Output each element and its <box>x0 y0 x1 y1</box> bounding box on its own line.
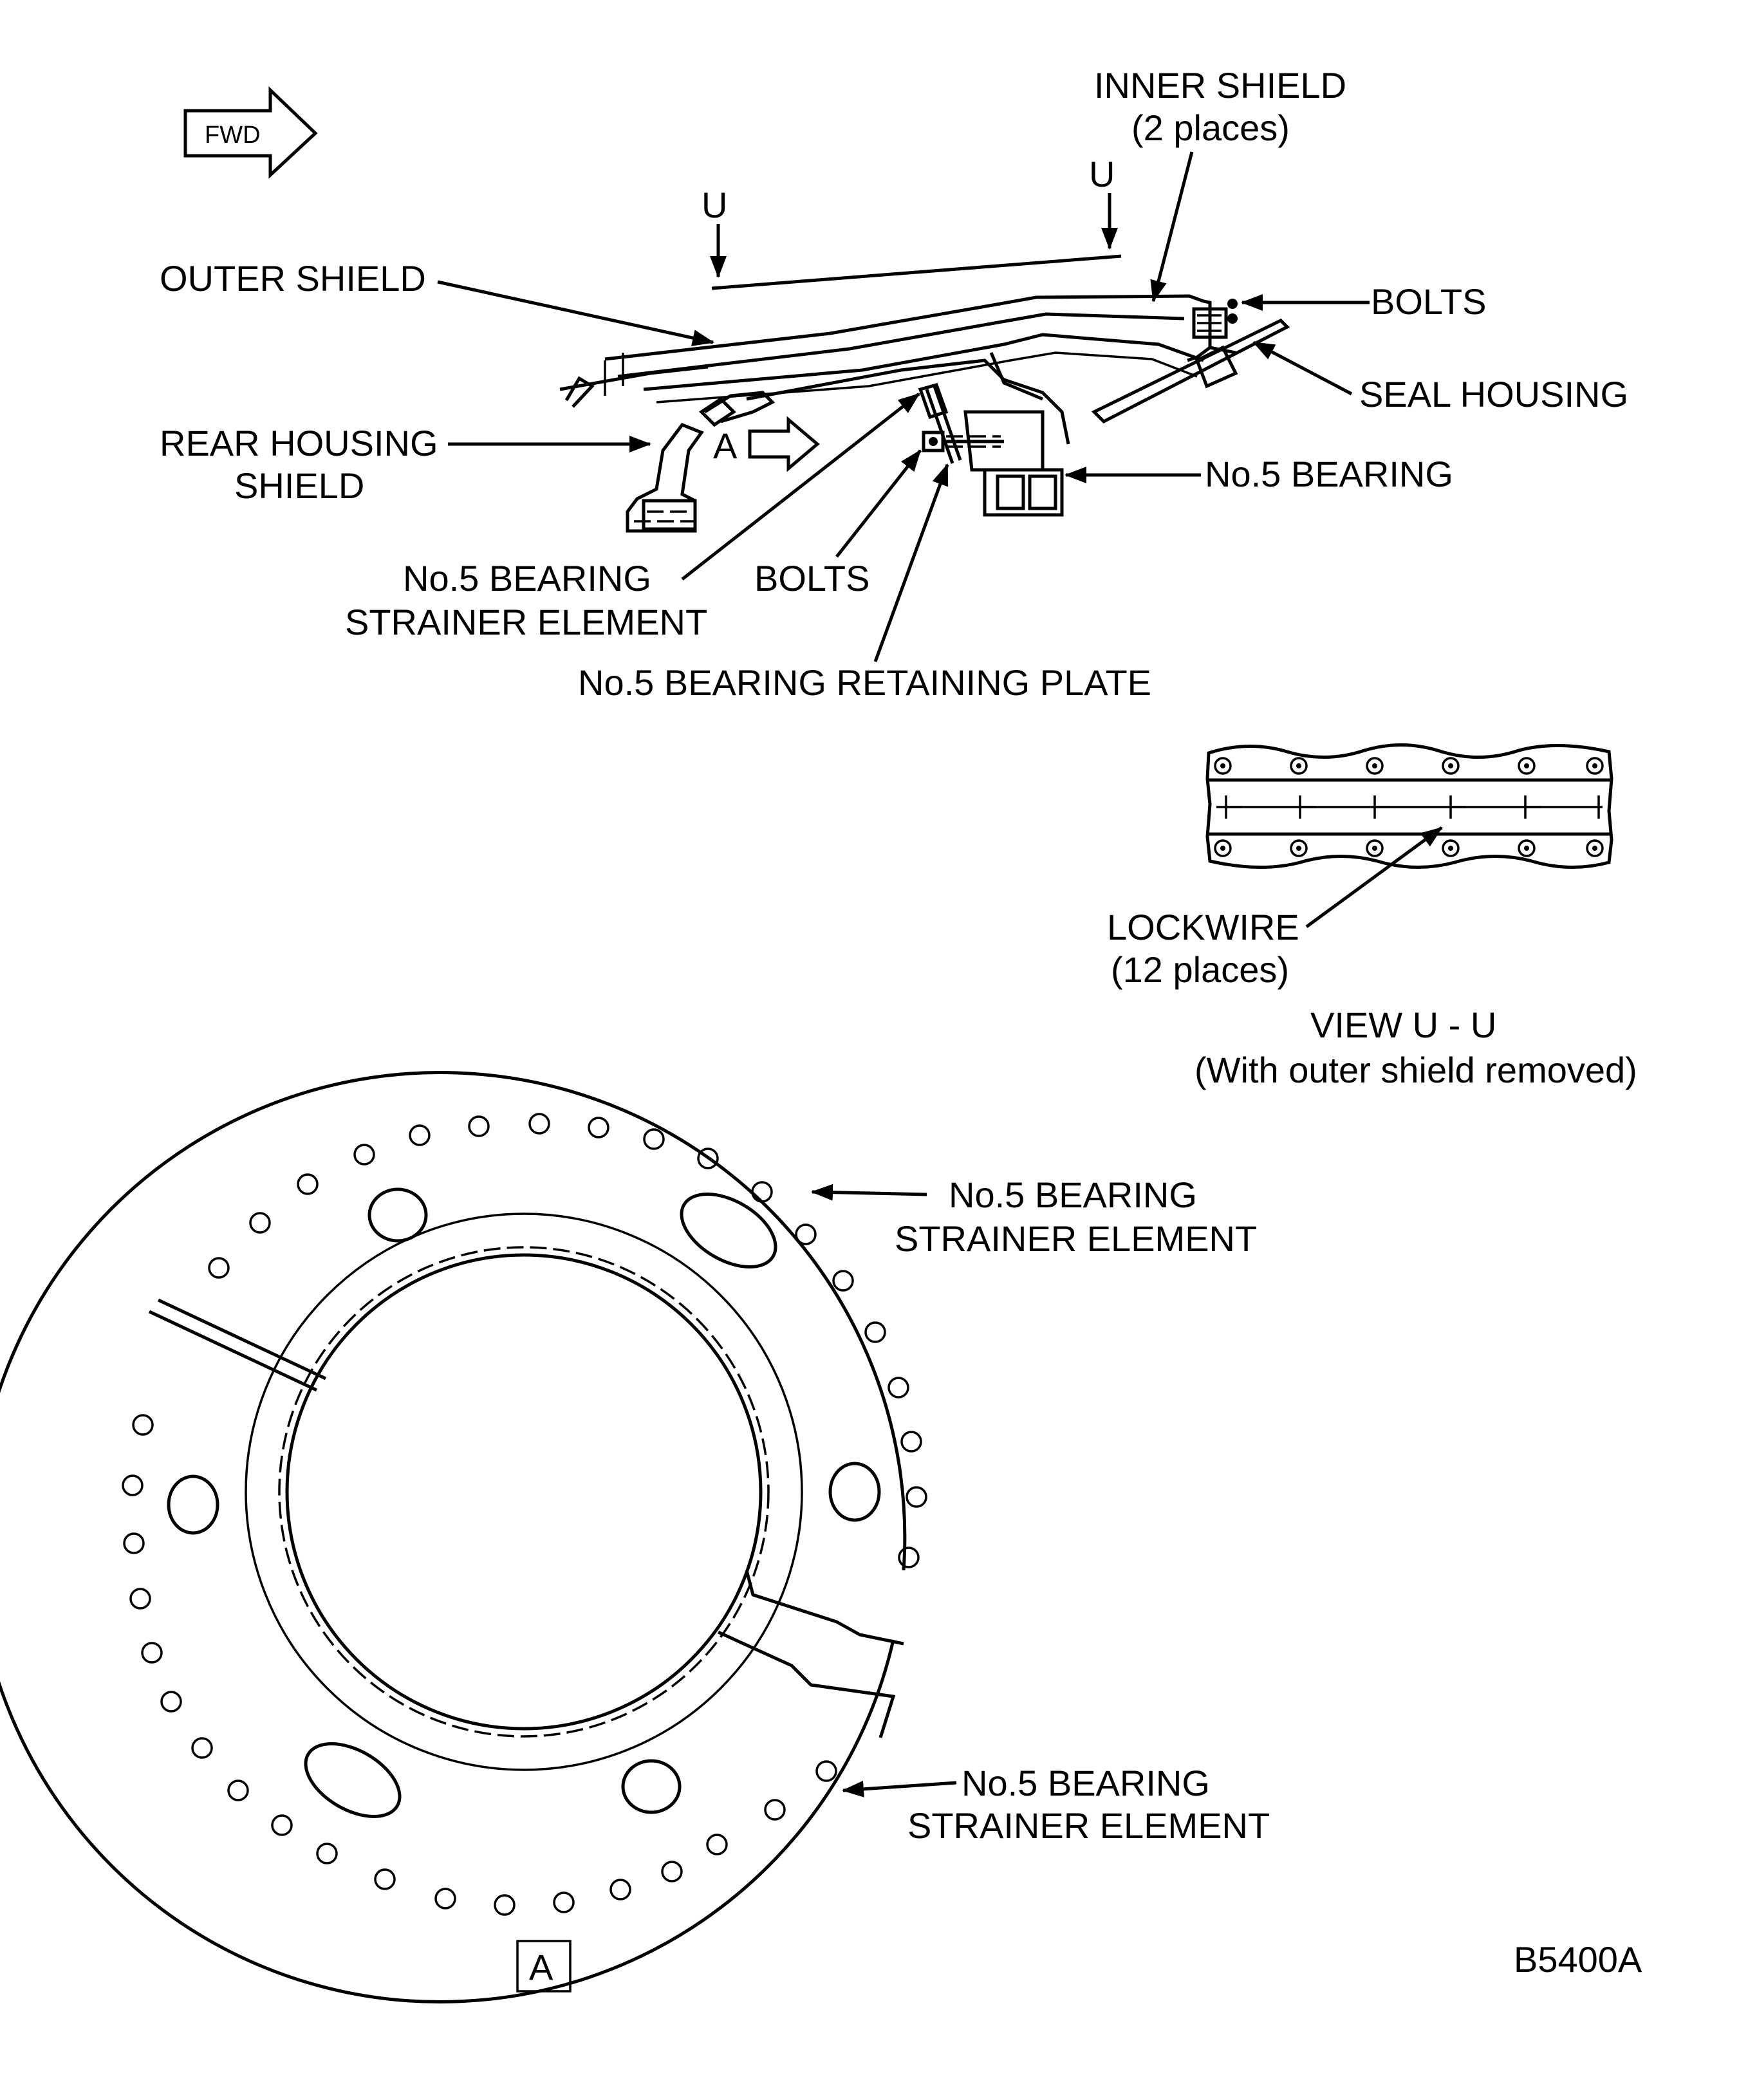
label-inner-shield-places: (2 places) <box>1131 107 1290 148</box>
slot-hole <box>304 1742 402 1818</box>
lockwire-marks <box>1225 795 1600 819</box>
lower-bolt-icon <box>922 431 1004 452</box>
label-rear-housing: REAR HOUSING <box>160 423 438 463</box>
view-a-tag: A <box>516 1940 572 1993</box>
fwd-label: FWD <box>205 122 261 149</box>
label-lockwire: LOCKWIRE <box>1107 907 1299 947</box>
fwd-arrow-icon: FWD <box>183 86 318 179</box>
section-u-left: U <box>702 185 727 225</box>
label-inner-shield: INNER SHIELD <box>1094 65 1346 106</box>
label-bolts-lower: BOLTS <box>754 558 869 599</box>
ring-bolt-holes <box>122 1113 927 1916</box>
figure-id: B5400A <box>1514 1939 1642 1980</box>
label-rear-housing-shield: SHIELD <box>234 465 364 506</box>
large-hole <box>828 1462 881 1522</box>
label-retaining-plate: No.5 BEARING RETAINING PLATE <box>578 662 1151 703</box>
section-u-right: U <box>1089 154 1115 194</box>
view-a-label: A <box>529 1947 553 1987</box>
label-outer-shield: OUTER SHIELD <box>160 258 426 299</box>
label-strainer-line1: No.5 BEARING <box>403 558 651 599</box>
lockwire-bolt-row-bottom <box>1214 839 1604 857</box>
slot-hole <box>680 1193 777 1268</box>
label-view-a-strainer-upper-2: STRAINER ELEMENT <box>895 1218 1257 1259</box>
label-seal-housing: SEAL HOUSING <box>1359 374 1628 414</box>
view-uu-subtitle: (With outer shield removed) <box>1195 1050 1637 1090</box>
strainer-ring-view-a <box>0 1070 927 2003</box>
view-a-arrow-icon: A <box>713 416 820 472</box>
bearing-assembly <box>918 382 1064 517</box>
lockwire-bolt-row-top <box>1214 757 1604 775</box>
label-view-a-strainer-lower-1: No.5 BEARING <box>962 1763 1210 1803</box>
large-hole <box>621 1759 682 1814</box>
label-bolts-top: BOLTS <box>1371 281 1486 322</box>
top-bolt-icon <box>1192 299 1238 339</box>
label-no5-bearing: No.5 BEARING <box>1205 454 1453 494</box>
view-uu-detail <box>1205 743 1613 869</box>
view-a-arrow-label: A <box>713 425 738 466</box>
label-lockwire-places: (12 places) <box>1111 949 1289 990</box>
label-view-a-strainer-upper-1: No.5 BEARING <box>949 1175 1197 1215</box>
section-cut-line: U U <box>702 154 1122 290</box>
large-hole <box>167 1474 219 1535</box>
rear-housing-shield-shape <box>626 396 736 533</box>
large-hole <box>367 1187 428 1243</box>
view-uu-title: VIEW U - U <box>1310 1005 1496 1045</box>
section-drawing: A <box>559 294 1290 533</box>
label-strainer-line2: STRAINER ELEMENT <box>345 602 707 642</box>
label-view-a-strainer-lower-2: STRAINER ELEMENT <box>907 1805 1270 1846</box>
